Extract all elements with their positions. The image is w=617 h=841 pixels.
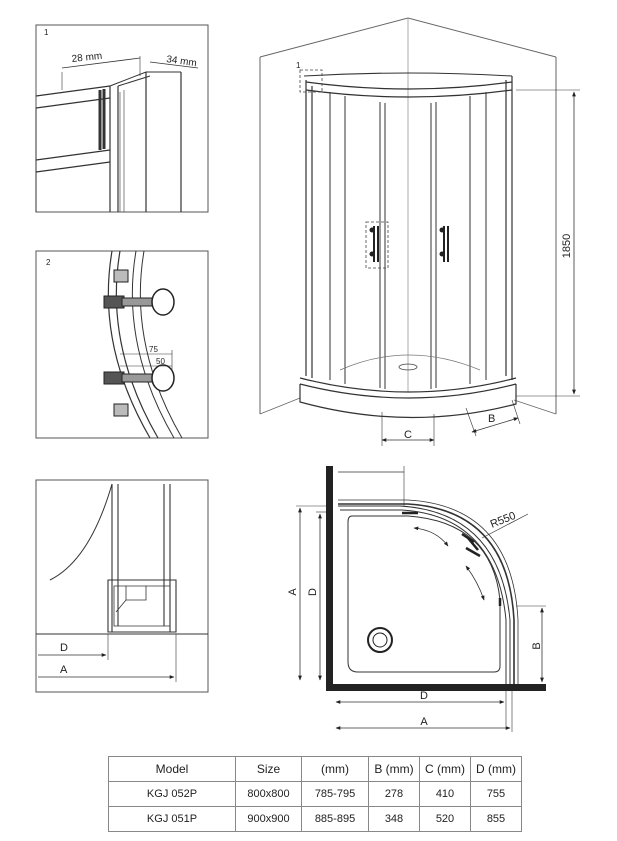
cell-c: 410 (419, 781, 471, 807)
cell-model: KGJ 052P (108, 781, 236, 807)
detail-1-width-28: 28 mm (71, 51, 103, 65)
cell-model: KGJ 051P (108, 806, 236, 832)
plan-dim-a-vertical: A (287, 588, 299, 596)
detail-2-roller-assembly: 2 75 50 (35, 250, 209, 439)
cell-c: 520 (419, 806, 471, 832)
detail-1-number: 1 (44, 28, 49, 37)
cell-size: 900x900 (235, 806, 302, 832)
col-header-model: Model (108, 756, 236, 782)
cell-d: 755 (470, 781, 522, 807)
col-header-b: B (mm) (368, 756, 420, 782)
detail-2-dim-50: 50 (156, 357, 165, 366)
cell-size: 800x800 (235, 781, 302, 807)
detail-1-width-34: 34 mm (166, 54, 198, 69)
plan-dim-d-horizontal: D (420, 690, 428, 702)
enclosure-elevation-view: 1 1850 C B (259, 17, 580, 446)
elevation-callout-1: 1 (296, 61, 301, 70)
elevation-height-1850: 1850 (561, 234, 573, 258)
table-header-row: Model Size (mm) B (mm) C (mm) D (mm) (108, 756, 522, 782)
table-row: KGJ 051P 900x900 885-895 348 520 855 (108, 806, 522, 832)
col-header-size: Size (235, 756, 302, 782)
model-spec-table: Model Size (mm) B (mm) C (mm) D (mm) KGJ… (108, 756, 522, 832)
detail-1-frame-profile: 1 28 mm 34 mm (35, 24, 209, 213)
table-row: KGJ 052P 800x800 785-795 278 410 755 (108, 781, 522, 807)
enclosure-plan-view: R550 A D B D A (287, 466, 546, 732)
cell-mm: 785-795 (301, 781, 369, 807)
cell-mm: 885-895 (301, 806, 369, 832)
elevation-dim-c: C (404, 429, 412, 441)
detail-2-dim-75: 75 (149, 345, 158, 354)
detail-3-dim-d: D (60, 642, 68, 654)
cell-b: 278 (368, 781, 420, 807)
plan-dim-d-vertical: D (307, 588, 319, 596)
plan-dim-b-vertical: B (531, 642, 543, 649)
elevation-dim-b: B (488, 413, 495, 425)
col-header-mm: (mm) (301, 756, 369, 782)
col-header-d: D (mm) (470, 756, 522, 782)
detail-3-tray-section: D A (35, 479, 209, 693)
cell-d: 855 (470, 806, 522, 832)
detail-2-number: 2 (46, 258, 51, 267)
plan-radius-r550: R550 (489, 510, 518, 531)
plan-dim-a-horizontal: A (420, 716, 428, 728)
cell-b: 348 (368, 806, 420, 832)
col-header-c: C (mm) (419, 756, 471, 782)
detail-3-dim-a: A (60, 664, 68, 676)
